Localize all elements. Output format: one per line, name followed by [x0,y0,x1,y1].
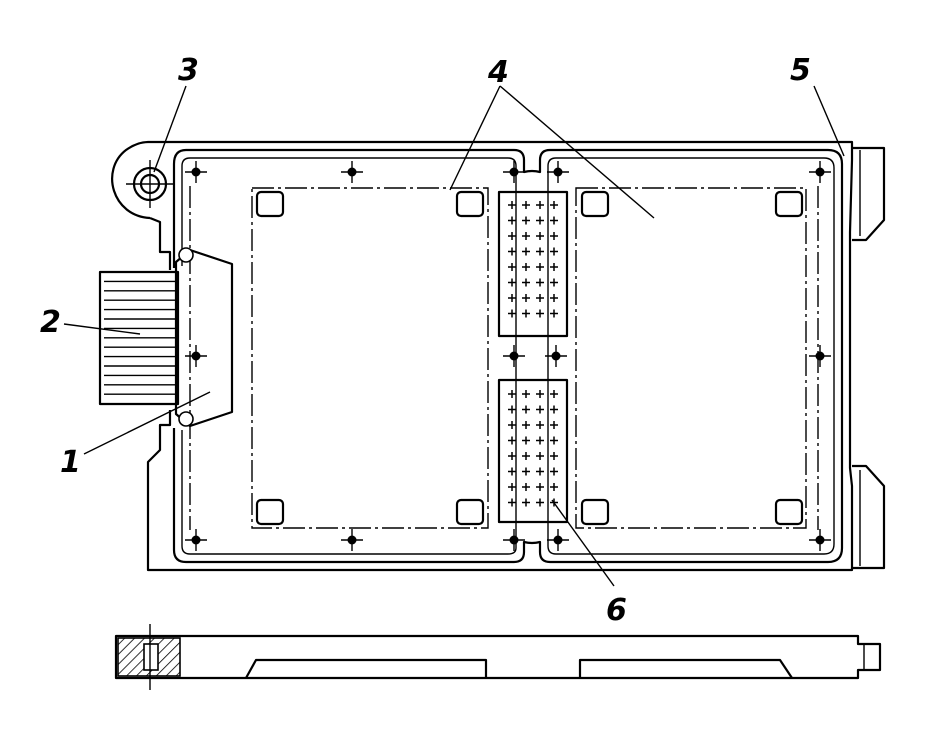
contact-pin [536,309,544,318]
contact-pin [536,483,544,491]
contact-pin [508,452,516,460]
screw-mark [545,345,567,367]
contact-pin [550,263,558,271]
contact-pin [508,390,516,398]
contact-pin [508,294,516,302]
contact-pin [536,436,544,445]
frame-outline [111,140,886,572]
contact-pin [536,263,544,271]
callout-1: 1 [60,445,81,480]
contact-pin [550,467,558,476]
contact-pin [550,405,558,414]
screw-mark [809,161,831,183]
callout-4: 4 [487,55,509,90]
contact-pin [536,247,544,256]
leader-lines [63,85,845,587]
contact-pin [508,201,516,209]
callout-6: 6 [606,593,627,628]
contact-pin [550,390,558,398]
contact-pin [508,467,516,476]
contact-pin [550,483,558,491]
cable-connector [174,247,234,428]
contact-pin [522,452,530,460]
screw-mark [503,529,525,551]
contact-pin [550,247,558,256]
contact-pin [536,201,544,209]
contact-pin [536,467,544,476]
contact-pin [522,294,530,302]
contact-pin [508,436,516,445]
contact-pin [550,232,558,240]
screw-mark [809,345,831,367]
contact-pin [508,405,516,414]
contact-pin [550,421,558,429]
ribbon-cable [98,270,180,406]
contact-pin [522,421,530,429]
contact-pin [536,421,544,429]
contact-pin [550,294,558,302]
contact-pin [522,278,530,287]
callout-2: 2 [40,305,61,340]
board-outline-left [251,187,489,529]
screw-mark [503,161,525,183]
contact-pin [536,232,544,240]
contact-pin [508,483,516,491]
contact-pin [550,436,558,445]
contact-pin [522,216,530,225]
contact-pin [522,467,530,476]
contact-pin [508,498,516,507]
contact-pin [508,247,516,256]
contact-pin [522,201,530,209]
contact-pin [508,232,516,240]
screw-mark [185,345,207,367]
contact-pin [550,201,558,209]
contact-pin [522,498,530,507]
contact-blocks [497,190,569,524]
contact-pin [522,247,530,256]
screw-mark [547,161,569,183]
contact-pin [508,263,516,271]
contact-pin [522,405,530,414]
contact-pin [508,278,516,287]
screw-mark [547,529,569,551]
screw-mark [503,345,525,367]
contact-pin [536,452,544,460]
contact-pin [536,405,544,414]
side-view [114,624,882,690]
contact-pin [536,294,544,302]
contact-pin [550,278,558,287]
board-outline-right [189,186,819,530]
screw-mark [341,161,363,183]
contact-pin [522,436,530,445]
contact-pin [508,309,516,318]
contact-pin [522,263,530,271]
contact-pin [550,309,558,318]
contact-pin [536,216,544,225]
contact-pin [536,278,544,287]
contact-pin [508,421,516,429]
callout-5: 5 [790,53,811,88]
contact-pin [522,390,530,398]
callout-3: 3 [178,53,199,88]
screw-mark [185,161,207,183]
contact-pin [522,483,530,491]
contact-pin [522,309,530,318]
contact-pin [508,216,516,225]
screw-mark [809,529,831,551]
contact-pin [550,452,558,460]
contact-pin [522,232,530,240]
contact-pin [550,216,558,225]
contact-pin [536,390,544,398]
screw-mark [341,529,363,551]
contact-pin [536,498,544,507]
screw-mark [185,529,207,551]
mounting-hole [126,160,174,208]
frame-groove [172,148,844,564]
corner-pads [255,190,804,526]
mounting-screws [185,161,831,551]
